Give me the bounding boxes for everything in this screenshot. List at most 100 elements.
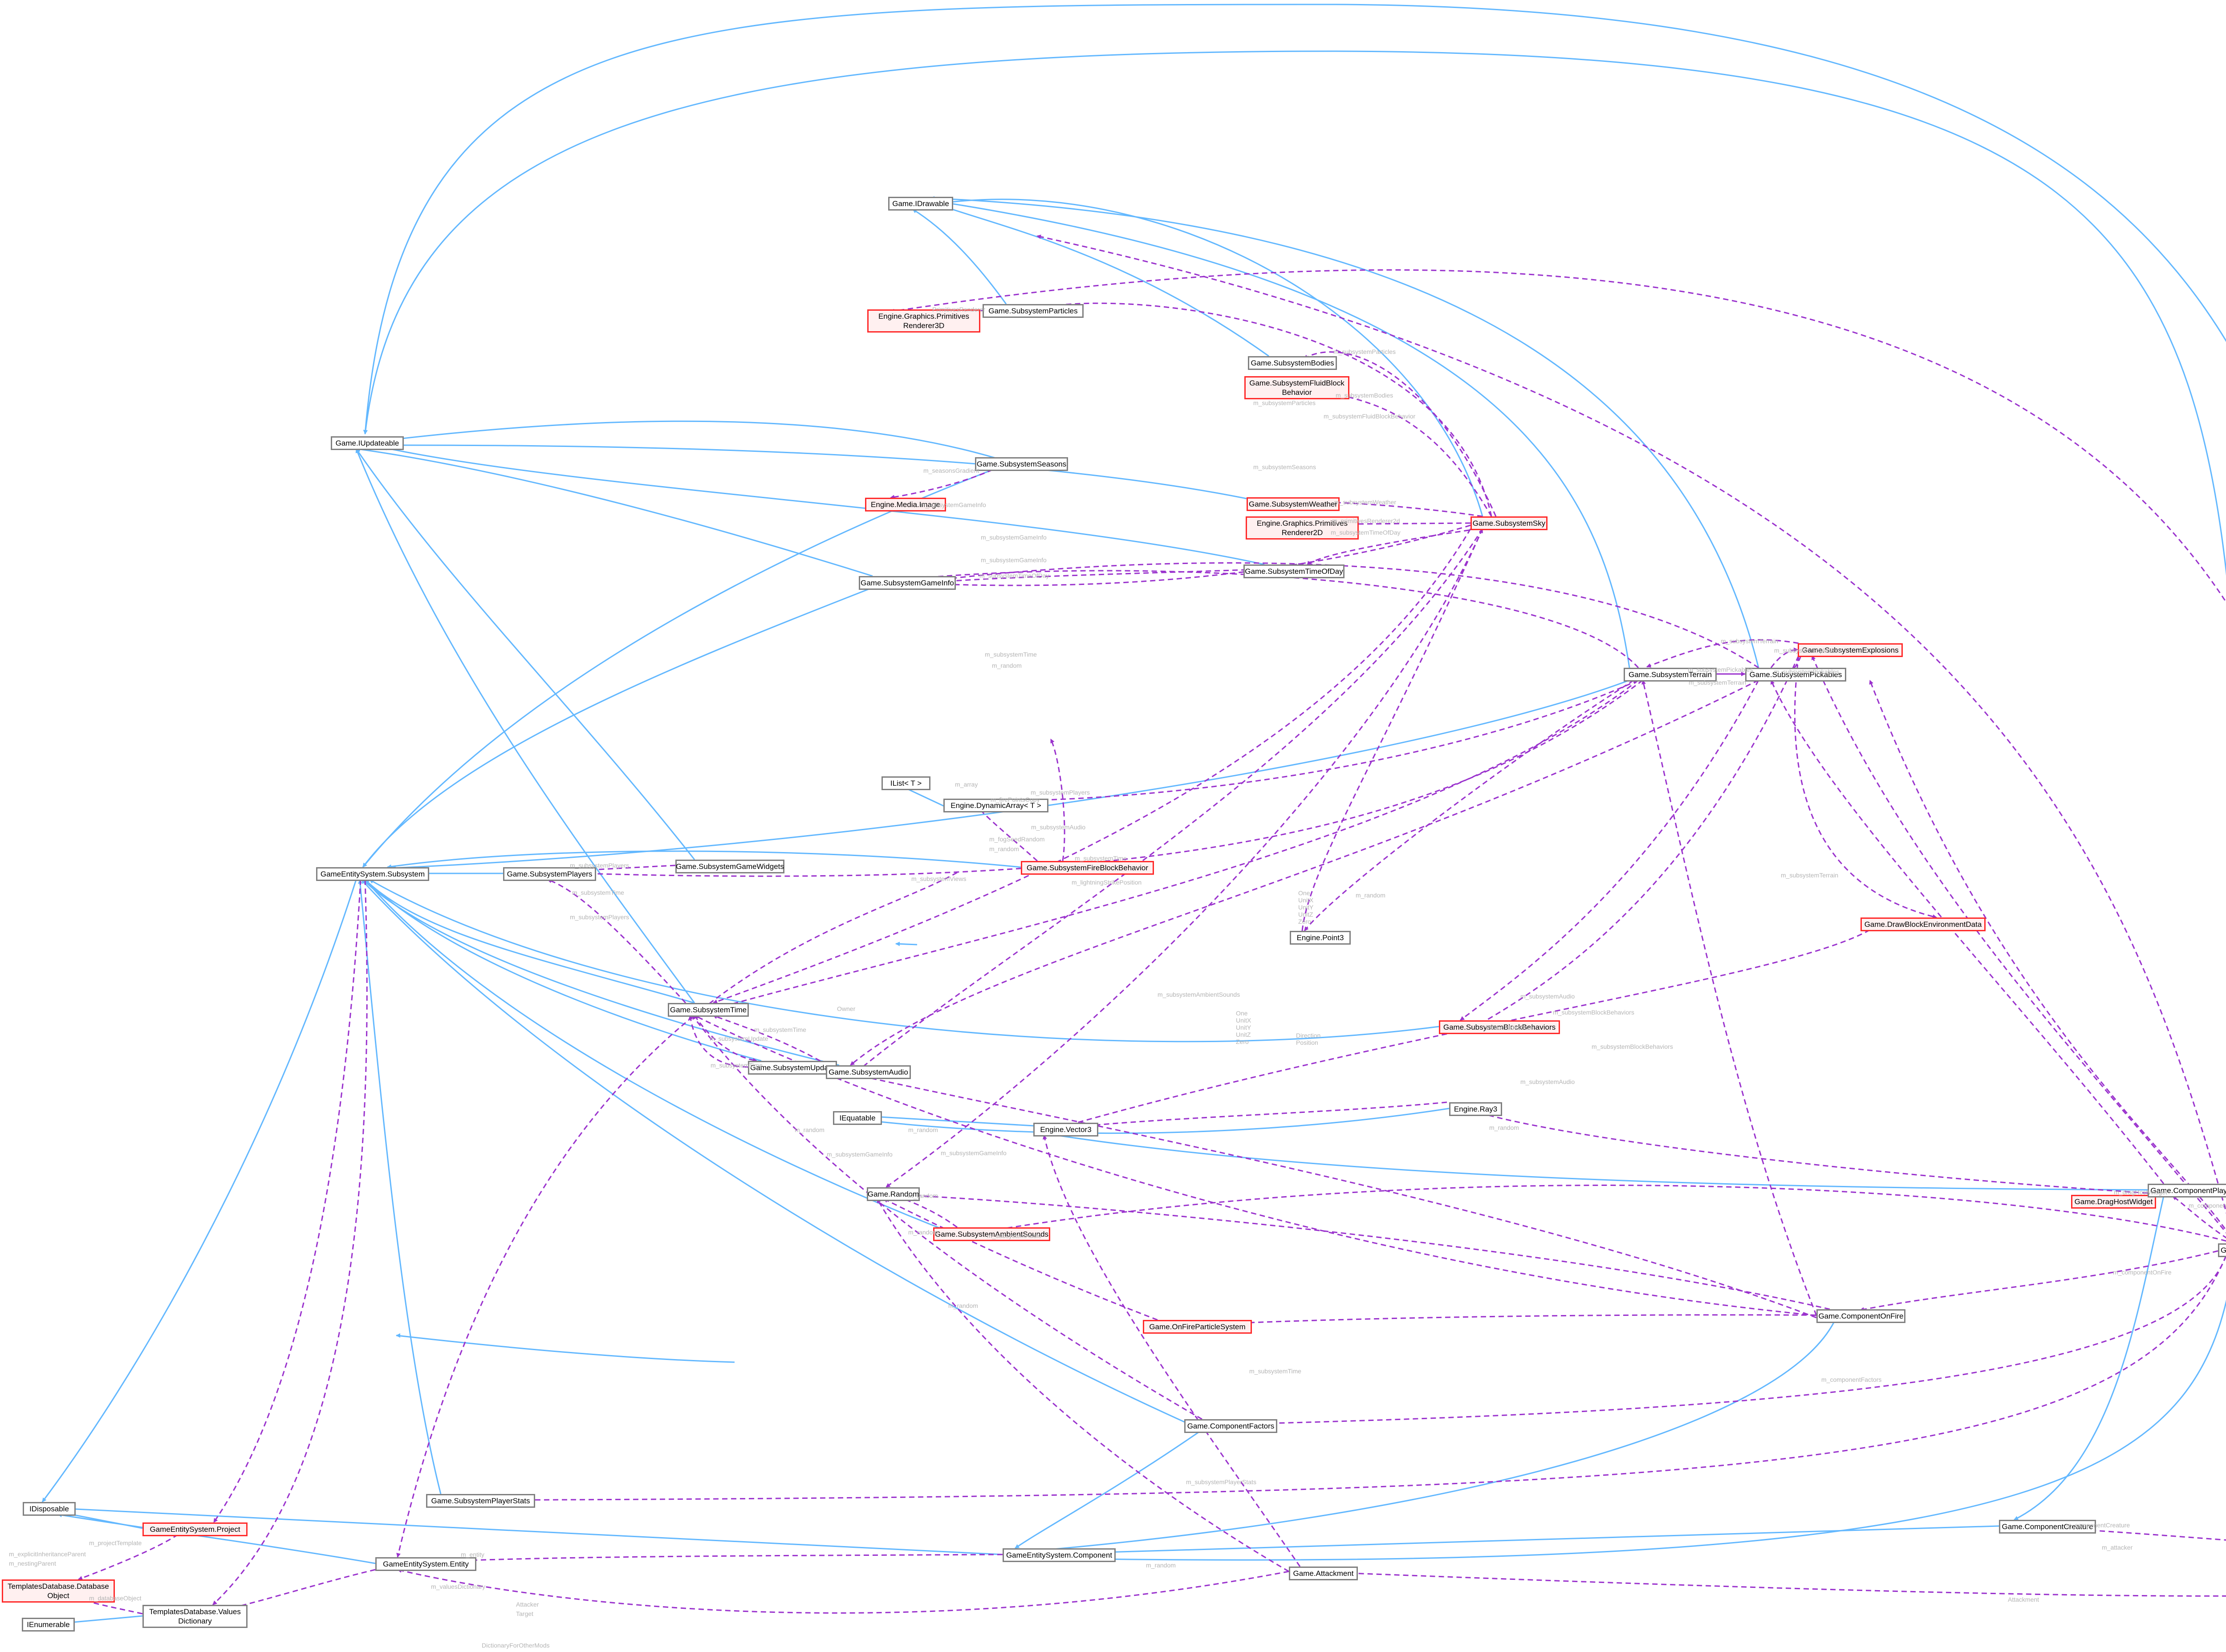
class-node-random[interactable]: Game.Random	[867, 1187, 920, 1201]
class-node-creature[interactable]: Game.ComponentCreature	[1999, 1520, 2096, 1534]
edge-label: m_attacker	[2102, 1544, 2133, 1551]
edge-label: Attackment	[2008, 1596, 2039, 1603]
edge-label: m_subsystemTime	[1075, 855, 1127, 862]
class-node-onfireparticle[interactable]: Game.OnFireParticleSystem	[1143, 1320, 1252, 1334]
class-node-seasons[interactable]: Game.SubsystemSeasons	[975, 457, 1068, 471]
edge-label: m_subsystemTimeOfDay	[979, 572, 1049, 579]
class-node-dynarray[interactable]: Engine.DynamicArray< T >	[943, 799, 1048, 812]
edge-label: m_random	[908, 1126, 938, 1133]
edge-label: m_subsystemTime	[985, 651, 1037, 658]
edge-label: UnitZ	[1236, 1031, 1251, 1038]
class-node-sky[interactable]: Game.SubsystemSky	[1470, 516, 1548, 530]
class-node-point3[interactable]: Engine.Point3	[1290, 931, 1351, 945]
class-node-primrend2d[interactable]: Engine.Graphics.Primitives Renderer2D	[1246, 516, 1359, 540]
inheritance-edges	[41, 4, 2226, 1626]
class-node-iequatable[interactable]: IEquatable	[833, 1111, 882, 1125]
class-node-component[interactable]: GameEntitySystem.Component	[1003, 1548, 1116, 1562]
edge-label: Position	[1296, 1039, 1318, 1046]
edge-label: Attacker	[516, 1601, 539, 1608]
class-node-time[interactable]: Game.SubsystemTime	[668, 1003, 749, 1017]
edge-label: m_random	[908, 1229, 938, 1236]
class-node-vector3[interactable]: Engine.Vector3	[1033, 1123, 1098, 1137]
edge-label: m_subsystemExplosions	[1774, 647, 1843, 654]
class-node-timeofday[interactable]: Game.SubsystemTimeOfDay	[1243, 564, 1345, 578]
class-node-explosions[interactable]: Game.SubsystemExplosions	[1798, 643, 1903, 657]
class-node-audio[interactable]: Game.SubsystemAudio	[826, 1065, 911, 1079]
edge-label: m_subsystemTime	[754, 1026, 806, 1033]
class-node-dragwidget[interactable]: Game.DragHostWidget	[2071, 1195, 2156, 1209]
edge-label: m_componentPlayer	[2189, 1202, 2226, 1209]
edge-label: Direction	[1296, 1032, 1321, 1039]
edge-label: m_subsystemAudio	[1031, 824, 1086, 831]
class-node-ambient[interactable]: Game.SubsystemAmbientSounds	[933, 1227, 1050, 1241]
class-node-componenthealth[interactable]: Game.ComponentHealth	[2218, 1243, 2226, 1257]
edge-label: m_random	[992, 662, 1022, 669]
class-node-update[interactable]: Game.SubsystemUpdate	[748, 1061, 837, 1075]
edge-label: m_subsystemBlockBehaviors	[1592, 1043, 1673, 1050]
edge-label: m_explicitInheritanceParent	[9, 1551, 86, 1558]
edge-label: m_nestingParent	[9, 1560, 56, 1567]
class-node-project[interactable]: GameEntitySystem.Project	[142, 1522, 248, 1536]
edge-label: m_subsystemGameInfo	[941, 1149, 1007, 1157]
class-node-pickables[interactable]: Game.SubsystemPickables	[1745, 668, 1846, 682]
edge-label: Owner	[837, 1005, 856, 1012]
edge-label: m_random	[1146, 1562, 1176, 1569]
class-node-terrain[interactable]: Game.SubsystemTerrain	[1624, 668, 1717, 682]
edge-label: m_subsystemBlockBehaviors	[1553, 1009, 1634, 1016]
edge-label: UnitX	[1298, 897, 1314, 904]
class-node-drawblock[interactable]: Game.DrawBlockEnvironmentData	[1860, 917, 1986, 931]
edge-label: m_subsystemGameInfo	[981, 556, 1047, 564]
class-node-fluid[interactable]: Game.SubsystemFluidBlock Behavior	[1244, 376, 1349, 399]
class-node-ray3[interactable]: Engine.Ray3	[1449, 1102, 1502, 1116]
edge-label: m_subsystemGameInfo	[920, 501, 986, 508]
class-node-bodies[interactable]: Game.SubsystemBodies	[1248, 356, 1337, 370]
class-node-blockbehaviors[interactable]: Game.SubsystemBlockBehaviors	[1439, 1020, 1560, 1034]
edge-label: m_subsystemPickables	[1774, 668, 1840, 675]
class-node-componentfactors[interactable]: Game.ComponentFactors	[1184, 1419, 1277, 1433]
class-node-primrend3d[interactable]: Engine.Graphics.Primitives Renderer3D	[867, 309, 980, 333]
edge-label: m_subsystemBodies	[1336, 392, 1393, 399]
edge-label: m_subsystemWeather	[1334, 499, 1397, 506]
class-node-gamewidgets[interactable]: Game.SubsystemGameWidgets	[675, 860, 784, 873]
class-node-dbobject[interactable]: TemplatesDatabase.Database Object	[2, 1579, 115, 1603]
class-node-componentplayer[interactable]: Game.ComponentPlayer	[2148, 1184, 2226, 1197]
edge-label: m_subsystemTerrain	[1689, 679, 1747, 686]
edge-label: m_subsystemAudio	[1520, 1078, 1575, 1085]
class-node-entity[interactable]: GameEntitySystem.Entity	[375, 1557, 476, 1571]
edge-label: m_subsystemParticles	[1333, 348, 1396, 355]
class-node-valuesdict[interactable]: TemplatesDatabase.Values Dictionary	[142, 1605, 248, 1628]
class-node-subsystem[interactable]: GameEntitySystem.Subsystem	[316, 867, 429, 881]
edge-label: m_subsystemPlayerStats	[1186, 1478, 1256, 1486]
edge-label: m_componentOnFire	[2113, 1269, 2172, 1276]
edge-label: m_subsystemAudio	[987, 1232, 1042, 1239]
edge-label: m_componentFactors	[1821, 1376, 1882, 1383]
edge-label: UnitZ	[1298, 911, 1313, 918]
class-node-weather[interactable]: Game.SubsystemWeather	[1247, 497, 1340, 511]
class-node-gameinfo[interactable]: Game.SubsystemGameInfo	[859, 576, 956, 590]
edge-label: m_lightningStrikePosition	[1072, 879, 1142, 886]
class-node-iupdateable[interactable]: Game.IUpdateable	[331, 436, 404, 450]
edge-label: m_subsystemFluidBlockBehavior	[1324, 413, 1416, 420]
class-node-idrawable[interactable]: Game.IDrawable	[888, 197, 953, 211]
class-node-ienumerable[interactable]: IEnumerable	[22, 1618, 75, 1632]
class-node-fireblock[interactable]: Game.SubsystemFireBlockBehavior	[1021, 861, 1154, 875]
edge-label: m_subsystemParticles	[1253, 399, 1316, 406]
class-node-playerstats[interactable]: Game.SubsystemPlayerStats	[426, 1494, 535, 1508]
class-node-componentonfire[interactable]: Game.ComponentOnFire	[1816, 1309, 1905, 1323]
class-node-particles[interactable]: Game.SubsystemParticles	[983, 304, 1084, 318]
edge-label: m_subsystemPickables	[1688, 666, 1753, 673]
edge-label: m_entity	[461, 1551, 484, 1558]
edge-label: m_random	[1356, 892, 1385, 899]
edge-label: m_componentCreature	[2066, 1522, 2130, 1529]
class-node-attackment[interactable]: Game.Attackment	[1289, 1567, 1358, 1580]
class-node-players[interactable]: Game.SubsystemPlayers	[503, 867, 596, 881]
edge-label: Target	[516, 1610, 533, 1617]
edge-label: PrimitivesRenderer	[932, 306, 986, 313]
class-node-mediaimage[interactable]: Engine.Media.Image	[865, 498, 946, 511]
edge-label: UnitX	[1236, 1017, 1251, 1024]
class-node-idisposable[interactable]: IDisposable	[23, 1502, 76, 1516]
edge-label: m_random	[948, 1302, 978, 1309]
edge-label: m_subsystemViews	[911, 875, 967, 882]
class-node-ilist[interactable]: IList< T >	[881, 776, 930, 790]
